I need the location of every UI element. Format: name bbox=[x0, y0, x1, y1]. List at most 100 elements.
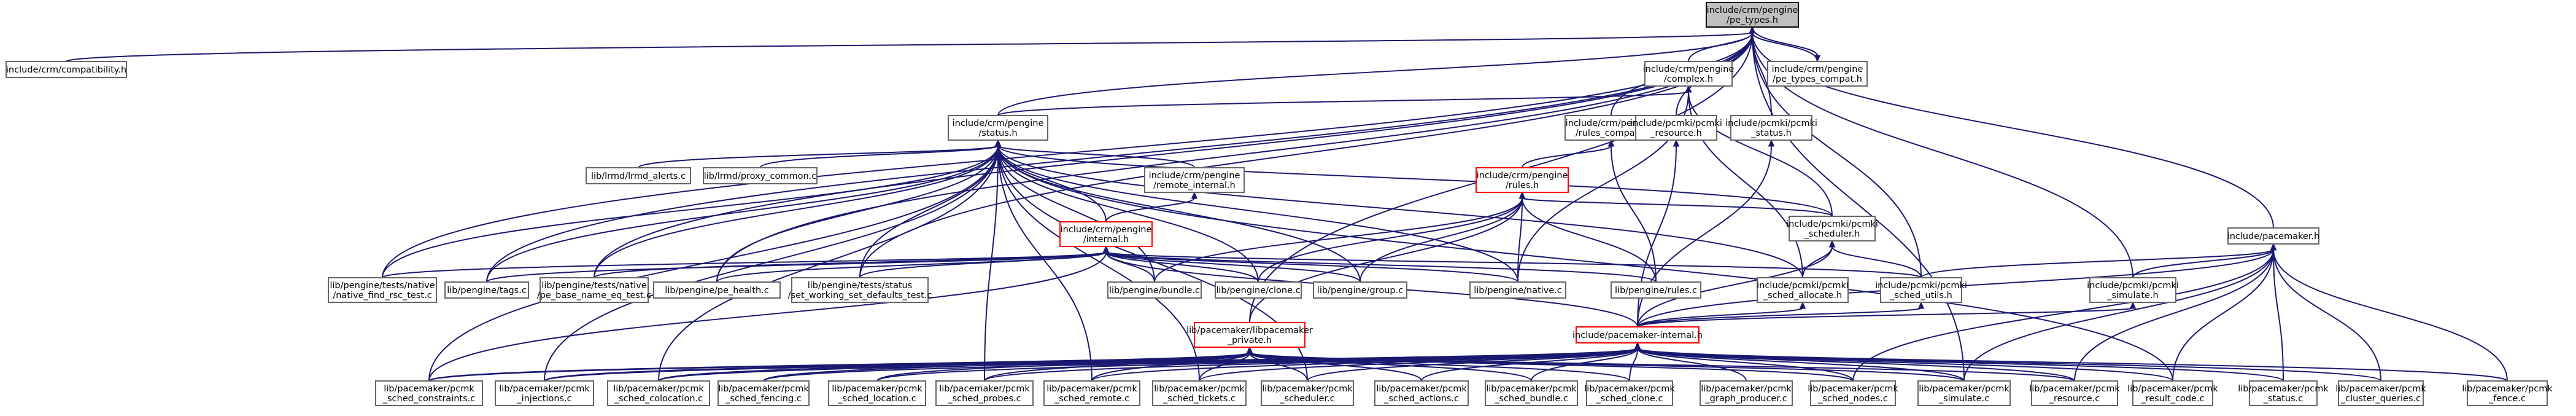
file-nodes: include/crm/pengine/pe_types.hinclude/cr… bbox=[6, 2, 2553, 406]
node-label: include/pcmki/pcmki bbox=[1630, 119, 1722, 128]
node-pcmki-sched-allocate[interactable]: include/pcmki/pcmki_sched_allocate.h bbox=[1757, 277, 1849, 303]
edge-status-native_find_rsc bbox=[382, 139, 1002, 278]
node-pe-types-compat[interactable]: include/crm/pengine/pe_types_compat.h bbox=[1767, 61, 1868, 87]
node-fence-c[interactable]: lib/pacemaker/pcmk_fence.c bbox=[2462, 380, 2553, 406]
node-label: /internal.h bbox=[1083, 235, 1129, 245]
node-label: lib/pacemaker/libpacemaker bbox=[1186, 326, 1313, 336]
edge-internal-sched_constraints bbox=[428, 245, 1110, 382]
node-libpacemaker-private[interactable]: lib/pacemaker/libpacemaker_private.h bbox=[1186, 322, 1313, 348]
node-label: lib/pacemaker/pcmk bbox=[939, 384, 1030, 394]
node-label: lib/pacemaker/pcmk bbox=[1808, 384, 1898, 394]
node-sched-location[interactable]: lib/pacemaker/pcmk_sched_location.c bbox=[828, 380, 926, 406]
node-pcmki-status[interactable]: include/pcmki/pcmki_status.h bbox=[1725, 115, 1817, 141]
node-box bbox=[1730, 115, 1812, 141]
node-bundle[interactable]: lib/pengine/bundle.c bbox=[1107, 281, 1202, 299]
node-label: lib/pacemaker/pcmk bbox=[1262, 384, 1353, 394]
node-box bbox=[1611, 281, 1701, 299]
node-pacemaker-internal[interactable]: include/pacemaker-internal.h bbox=[1572, 326, 1703, 343]
edge-rules-pcmki_scheduler bbox=[1518, 191, 1833, 217]
node-pcmki-resource[interactable]: include/pcmki/pcmki_resource.h bbox=[1630, 115, 1722, 141]
node-resource-c[interactable]: lib/pacemaker/pcmk_resource.c bbox=[2029, 380, 2120, 406]
node-sched-colocation[interactable]: lib/pacemaker/pcmk_sched_colocation.c bbox=[607, 380, 710, 406]
node-label: /native_find_rsc_test.c bbox=[333, 291, 431, 300]
node-box bbox=[2227, 227, 2319, 245]
node-label: /pe_base_name_eq_test.c bbox=[537, 291, 651, 300]
node-cluster-queries[interactable]: lib/pacemaker/pcmk_cluster_queries.c bbox=[2335, 380, 2426, 406]
node-clone[interactable]: lib/pengine/clone.c bbox=[1215, 281, 1302, 299]
node-label: include/pcmki/pcmki bbox=[1725, 119, 1817, 128]
node-sched-clone[interactable]: lib/pacemaker/pcmk_sched_clone.c bbox=[1584, 380, 1675, 406]
edge-pacemaker_h-cluster_queries bbox=[2270, 243, 2381, 382]
node-sched-tickets[interactable]: lib/pacemaker/pcmk_sched_tickets.c bbox=[1152, 380, 1247, 406]
node-pcmki-sched-utils[interactable]: include/pcmki/pcmki_sched_utils.h bbox=[1875, 277, 1967, 303]
node-remote-internal[interactable]: include/crm/pengine/remote_internal.h bbox=[1144, 167, 1245, 193]
node-status[interactable]: include/crm/pengine/status.h bbox=[948, 115, 1048, 141]
node-sched-remote[interactable]: lib/pacemaker/pcmk_sched_remote.c bbox=[1043, 380, 1140, 406]
node-label: _sched_clone.c bbox=[1596, 394, 1663, 404]
node-lrmd-alerts[interactable]: lib/lrmd/lrmd_alerts.c bbox=[586, 167, 691, 184]
node-scheduler-c[interactable]: lib/pacemaker/pcmk_scheduler.c bbox=[1261, 380, 1354, 406]
edge-pacemaker_h-pcmki_sched_utils bbox=[1920, 243, 2277, 278]
node-sched-probes[interactable]: lib/pacemaker/pcmk_sched_probes.c bbox=[935, 380, 1034, 406]
node-box bbox=[1789, 216, 1876, 241]
node-box bbox=[653, 281, 781, 299]
node-sched-actions[interactable]: lib/pacemaker/pcmk_sched_actions.c bbox=[1374, 380, 1469, 406]
node-compat[interactable]: include/crm/compatibility.h bbox=[6, 61, 127, 78]
edge-pacemaker_internal-result_code bbox=[1634, 342, 2173, 382]
node-box bbox=[1917, 380, 2011, 406]
node-pcmki-simulate[interactable]: include/pcmki/pcmki_simulate.h bbox=[2087, 277, 2179, 303]
node-native-find-rsc[interactable]: lib/pengine/tests/native/native_find_rsc… bbox=[328, 277, 437, 303]
node-rules-c[interactable]: lib/pengine/rules.c bbox=[1611, 281, 1701, 299]
node-sched-constraints[interactable]: lib/pacemaker/pcmk_sched_constraints.c bbox=[375, 380, 483, 406]
edge-internal-pe_base_name bbox=[594, 245, 1110, 278]
node-label: _fence.c bbox=[2488, 394, 2526, 404]
node-label: lib/pacemaker/pcmk bbox=[832, 384, 922, 394]
edge-pcmki_simulate-pacemaker_internal bbox=[1637, 301, 2137, 328]
node-set-working-set[interactable]: lib/pengine/tests/status/set_working_set… bbox=[788, 277, 932, 303]
node-box bbox=[1107, 281, 1202, 299]
node-pe-base-name[interactable]: lib/pengine/tests/native/pe_base_name_eq… bbox=[537, 277, 651, 303]
node-group[interactable]: lib/pengine/group.c bbox=[1313, 281, 1407, 299]
node-pe-health[interactable]: lib/pengine/pe_health.c bbox=[653, 281, 781, 299]
node-internal[interactable]: include/crm/pengine/internal.h bbox=[1059, 221, 1153, 247]
node-box bbox=[1374, 380, 1469, 406]
node-box bbox=[2467, 380, 2548, 406]
node-label: lib/pacemaker/pcmk bbox=[1701, 384, 1792, 394]
node-proxy-common[interactable]: lib/lrmd/proxy_common.c bbox=[703, 167, 818, 184]
node-status-c[interactable]: lib/pacemaker/pcmk_status.c bbox=[2238, 380, 2329, 406]
node-box bbox=[1313, 281, 1407, 299]
node-label: _sched_tickets.c bbox=[1162, 394, 1236, 404]
node-injections[interactable]: lib/pacemaker/pcmk_injections.c bbox=[495, 380, 594, 406]
node-tags[interactable]: lib/pengine/tags.c bbox=[444, 281, 529, 299]
node-rules[interactable]: include/crm/pengine/rules.h bbox=[1476, 167, 1569, 193]
node-complex[interactable]: include/crm/pengine/complex.h bbox=[1643, 61, 1735, 87]
node-label: lib/pengine/tests/native bbox=[330, 281, 435, 291]
node-label: include/crm/pengine bbox=[1149, 171, 1240, 181]
node-box bbox=[1706, 2, 1799, 28]
node-label: lib/pengine/tags.c bbox=[447, 286, 527, 296]
node-label: _status.c bbox=[2263, 394, 2303, 404]
node-label: include/crm/pengine bbox=[1707, 6, 1798, 15]
node-sched-bundle[interactable]: lib/pacemaker/pcmk_sched_bundle.c bbox=[1485, 380, 1578, 406]
node-pcmki-scheduler[interactable]: include/pcmki/pcmki_scheduler.h bbox=[1786, 216, 1878, 241]
node-pacemaker-h[interactable]: include/pacemaker.h bbox=[2227, 227, 2320, 245]
node-box bbox=[1152, 380, 1247, 406]
node-label: lib/pengine/rules.c bbox=[1615, 286, 1697, 296]
node-sched-nodes[interactable]: lib/pacemaker/pcmk_sched_nodes.c bbox=[1808, 380, 1898, 406]
node-box bbox=[607, 380, 710, 406]
node-label: lib/pacemaker/pcmk bbox=[2029, 384, 2120, 394]
node-label: include/crm/pengine bbox=[1477, 171, 1568, 181]
node-result-code[interactable]: lib/pacemaker/pcmk_result_code.c bbox=[2127, 380, 2218, 406]
node-graph-producer[interactable]: lib/pacemaker/pcmk_graph_producer.c bbox=[1700, 380, 1793, 406]
node-label: include/pcmki/pcmki bbox=[2087, 281, 2179, 291]
node-label: _private.h bbox=[1227, 336, 1272, 345]
edge-rules_compat-rules_c bbox=[1607, 139, 1657, 283]
node-simulate-c[interactable]: lib/pacemaker/pcmk_simulate.c bbox=[1917, 380, 2011, 406]
edge-pcmki_sched_allocate-pacemaker_internal bbox=[1637, 301, 1806, 328]
node-label: lib/pacemaker/pcmk bbox=[384, 384, 474, 394]
node-box bbox=[717, 380, 810, 406]
node-label: _resource.h bbox=[1650, 128, 1702, 138]
node-native[interactable]: lib/pengine/native.c bbox=[1469, 281, 1566, 299]
node-sched-fencing[interactable]: lib/pacemaker/pcmk_sched_fencing.c bbox=[717, 380, 810, 406]
